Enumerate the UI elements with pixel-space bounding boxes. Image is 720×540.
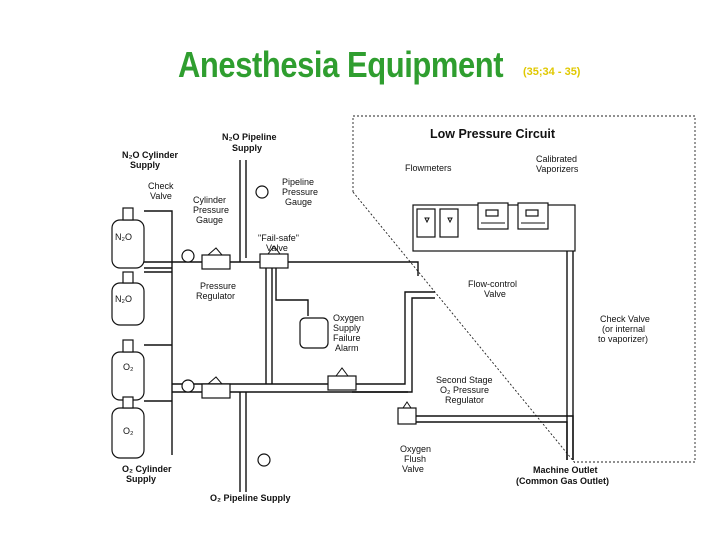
n2o-cylinder-1: N₂O (111, 207, 145, 269)
second-stage-label-3: Regulator (445, 395, 484, 405)
o2-cylinder-1: O₂ (111, 339, 145, 401)
pipeline-pressure-gauge-label-3: Gauge (285, 197, 312, 207)
cylinder-pressure-gauge-label-2: Pressure (193, 205, 229, 215)
cylinder-pressure-gauge-label-1: Cylinder (193, 195, 226, 205)
alarm-label-2: Supply (333, 323, 361, 333)
alarm-label-1: Oxygen (333, 313, 364, 323)
n2o-cylinder-supply-label-2: Supply (130, 160, 160, 170)
n2o-pressure-regulator (201, 247, 231, 270)
n2o-pipeline-supply-label-2: Supply (232, 143, 262, 153)
cylinder-pressure-gauge-icon (181, 249, 195, 263)
flow-control-valve-label-1: Flow-control (468, 279, 517, 289)
cylinder-pressure-gauge-label-3: Gauge (196, 215, 223, 225)
o2-cylinder-2: O₂ (111, 396, 145, 459)
failsafe-valve-label-1: "Fail-safe" (258, 233, 299, 243)
low-pressure-circuit-label: Low Pressure Circuit (430, 127, 556, 141)
oxygen-flush-label-3: Valve (402, 464, 424, 474)
o2-cylinder-supply-label-1: O₂ Cylinder (122, 464, 172, 474)
o2-cylinder-supply-label-2: Supply (126, 474, 156, 484)
oxygen-flush-label-2: Flush (404, 454, 426, 464)
calibrated-vaporizers-label-2: Vaporizers (536, 164, 579, 174)
oxygen-failure-alarm-symbol (299, 317, 329, 349)
second-stage-label-2: O₂ Pressure (440, 385, 489, 395)
flow-control-valve-label-2: Valve (484, 289, 506, 299)
o2-pressure-regulator (201, 376, 231, 399)
check-valve-left-label-2: Valve (150, 191, 172, 201)
pipeline-pressure-gauge-label-2: Pressure (282, 187, 318, 197)
machine-outlet-label-2: (Common Gas Outlet) (516, 476, 609, 486)
o2-cylinder-gauge-icon (181, 379, 195, 393)
alarm-label-3: Failure (333, 333, 361, 343)
vaporizer-1 (477, 202, 509, 230)
pipeline-pressure-gauge-label-1: Pipeline (282, 177, 314, 187)
failsafe-valve-symbol (259, 245, 289, 269)
second-stage-label-1: Second Stage (436, 375, 493, 385)
pressure-regulator-label-2: Regulator (196, 291, 235, 301)
machine-outlet-label-1: Machine Outlet (533, 465, 598, 475)
check-valve-right-label-2: (or internal (602, 324, 645, 334)
n2o-cylinder-supply-label-1: N₂O Cylinder (122, 150, 179, 160)
n2o-cylinder-2: N₂O (111, 271, 145, 326)
flush-valve-symbol (397, 401, 417, 425)
slide-title: Anesthesia Equipment (178, 44, 504, 85)
cylinder-label: N₂O (115, 294, 132, 304)
second-stage-regulator-symbol (327, 367, 357, 391)
alarm-label-4: Alarm (335, 343, 359, 353)
calibrated-vaporizers-label-1: Calibrated (536, 154, 577, 164)
check-valve-left-label-1: Check (148, 181, 174, 191)
flowmeters-label: Flowmeters (405, 163, 452, 173)
o2-pipeline-supply-label: O₂ Pipeline Supply (210, 493, 291, 503)
n2o-pipeline-supply-label-1: N₂O Pipeline (222, 132, 277, 142)
pipeline-pressure-gauge-icon (255, 185, 269, 199)
cylinder-label: O₂ (123, 426, 134, 436)
check-valve-right-label-1: Check Valve (600, 314, 650, 324)
check-valve-right-label-3: to vaporizer) (598, 334, 648, 344)
low-pressure-circuit-boundary (352, 115, 696, 464)
cylinder-label: O₂ (123, 362, 134, 372)
vaporizer-2 (517, 202, 549, 230)
cylinder-label: N₂O (115, 232, 132, 242)
failsafe-valve-label-2: Valve (266, 243, 288, 253)
oxygen-flush-label-1: Oxygen (400, 444, 431, 454)
n2o-piping (144, 160, 419, 455)
pressure-regulator-label-1: Pressure (200, 281, 236, 291)
slide-reference: (35;34 - 35) (523, 66, 581, 78)
o2-pipeline-gauge-icon (257, 453, 271, 467)
